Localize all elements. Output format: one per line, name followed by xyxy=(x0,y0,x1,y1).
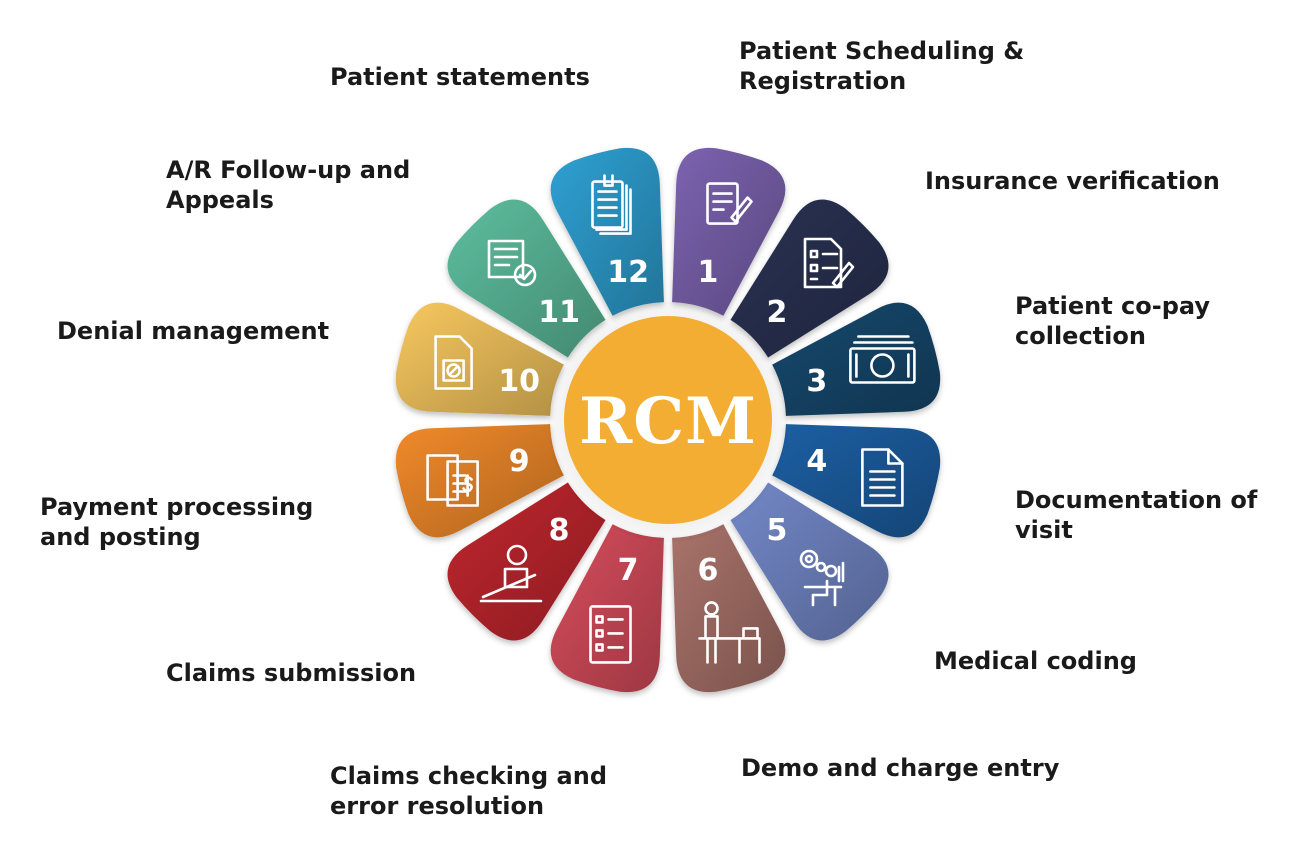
step-6-petal-shade xyxy=(672,524,786,693)
step-6-number: 6 xyxy=(697,553,718,588)
checklist-pencil-icon xyxy=(803,237,855,289)
step-11-number: 11 xyxy=(538,295,580,330)
statement-pages-icon xyxy=(591,174,632,235)
coder-at-desk-icon xyxy=(799,549,845,607)
approved-document-icon xyxy=(487,239,537,287)
step-10-label: Denial management xyxy=(57,317,330,345)
checklist-form-icon xyxy=(589,605,632,664)
step-1-label: Patient Scheduling & Registration xyxy=(739,37,1025,95)
step-8-label: Claims submission xyxy=(166,659,417,687)
step-2-number: 2 xyxy=(766,295,787,330)
step-7-petal-shade xyxy=(550,524,664,693)
step-3-number: 3 xyxy=(806,364,827,399)
step-12-petal-shade xyxy=(550,147,664,316)
step-10-number: 10 xyxy=(498,364,540,399)
step-12-label: Patient statements xyxy=(330,63,590,91)
step-6-label: Demo and charge entry xyxy=(741,754,1060,782)
step-5-label: Medical coding xyxy=(934,647,1137,675)
step-2-label: Insurance verification xyxy=(925,167,1220,195)
step-7-number: 7 xyxy=(618,553,639,588)
step-11-label: A/R Follow-up and Appeals xyxy=(166,156,411,214)
rcm-hub-label: RCM xyxy=(579,384,757,459)
document-icon xyxy=(861,448,904,507)
step-9-label: Payment processing and posting xyxy=(40,493,314,551)
step-8-number: 8 xyxy=(549,513,570,548)
step-12-number: 12 xyxy=(607,255,649,290)
denied-document-icon xyxy=(434,335,473,390)
step-7-label: Claims checking and error resolution xyxy=(330,762,607,820)
step-3-label: Patient co-pay collection xyxy=(1015,292,1210,350)
banknote-stack-icon xyxy=(849,335,916,384)
step-1-petal-shade xyxy=(672,147,786,316)
step-9-petal-shade xyxy=(395,424,564,538)
clerk-at-desk-icon xyxy=(698,601,761,664)
step-5-number: 5 xyxy=(766,513,787,548)
step-9-number: 9 xyxy=(509,444,530,479)
person-at-laptop-icon xyxy=(479,544,543,603)
form-pen-icon xyxy=(706,182,753,225)
step-1-number: 1 xyxy=(697,255,718,290)
rcm-hub xyxy=(564,316,772,524)
invoice-dollar-icon xyxy=(426,454,479,507)
step-4-number: 4 xyxy=(806,444,827,479)
step-11-petal-shade xyxy=(447,199,606,358)
step-4-label: Documentation of visit xyxy=(1015,486,1258,544)
step-2-petal-shade xyxy=(730,199,889,358)
step-4-petal-shade xyxy=(772,424,941,538)
